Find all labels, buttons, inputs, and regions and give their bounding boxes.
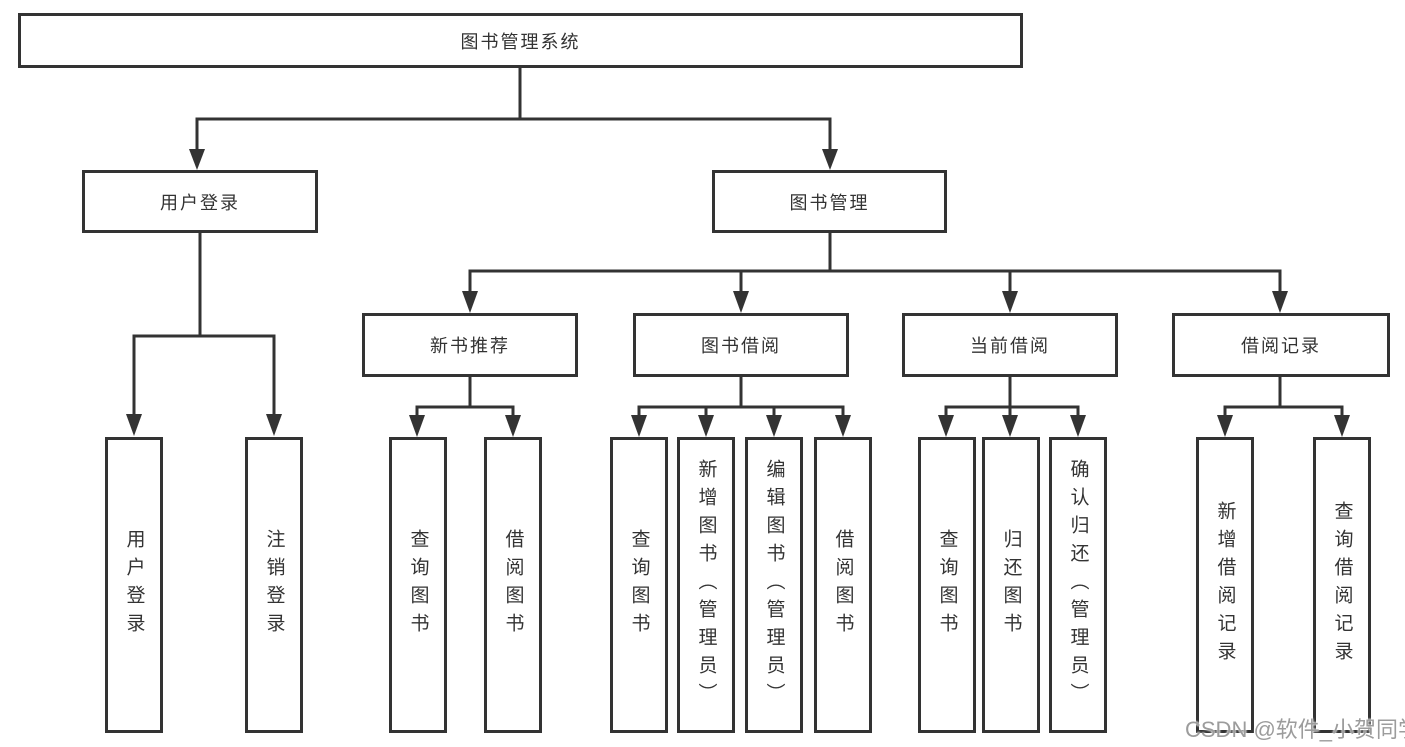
- connector-borrow-records-to-leaves: [1217, 377, 1350, 437]
- connector-current-borrow-to-leaves: [938, 377, 1086, 437]
- leaf-edit-book-admin: 编辑图书（管理员）: [745, 437, 803, 733]
- node-book-management: 图书管理: [712, 170, 947, 233]
- leaf-user-login: 用户登录: [105, 437, 163, 733]
- leaf-add-book-admin-label: 新增图书（管理员）: [695, 459, 717, 711]
- leaf-query-borrow-record: 查询借阅记录: [1313, 437, 1371, 733]
- leaf-confirm-return-admin-label: 确认归还（管理员）: [1067, 459, 1089, 711]
- leaf-borrow-books-recommend: 借阅图书: [484, 437, 542, 733]
- leaf-user-login-label: 用户登录: [123, 529, 145, 641]
- leaf-query-books-borrow: 查询图书: [610, 437, 668, 733]
- node-borrow-records: 借阅记录: [1172, 313, 1390, 377]
- leaf-add-book-admin: 新增图书（管理员）: [677, 437, 735, 733]
- leaf-query-books-borrow-label: 查询图书: [628, 529, 650, 641]
- connector-root-to-level2: [189, 68, 838, 170]
- leaf-add-borrow-record: 新增借阅记录: [1196, 437, 1254, 733]
- leaf-borrow-books-label: 借阅图书: [832, 529, 854, 641]
- connector-book-management-to-level3: [462, 233, 1288, 313]
- leaf-confirm-return-admin: 确认归还（管理员）: [1049, 437, 1107, 733]
- node-user-login: 用户登录: [82, 170, 318, 233]
- watermark: CSDN @软件_小贺同学: [1185, 717, 1405, 742]
- leaf-query-books-current: 查询图书: [918, 437, 976, 733]
- connector-new-book-recommend-to-leaves: [409, 377, 521, 437]
- node-new-book-recommend: 新书推荐: [362, 313, 578, 377]
- leaf-logout-label: 注销登录: [263, 529, 285, 641]
- node-book-borrow: 图书借阅: [633, 313, 849, 377]
- leaf-return-books-label: 归还图书: [1000, 529, 1022, 641]
- node-current-borrow: 当前借阅: [902, 313, 1118, 377]
- node-root: 图书管理系统: [18, 13, 1023, 68]
- leaf-query-books-current-label: 查询图书: [936, 529, 958, 641]
- leaf-edit-book-admin-label: 编辑图书（管理员）: [763, 459, 785, 711]
- leaf-borrow-books: 借阅图书: [814, 437, 872, 733]
- leaf-add-borrow-record-label: 新增借阅记录: [1214, 501, 1236, 669]
- leaf-borrow-books-recommend-label: 借阅图书: [502, 529, 524, 641]
- leaf-query-books-recommend-label: 查询图书: [407, 529, 429, 641]
- connector-user-login-to-leaves: [126, 233, 282, 436]
- leaf-logout: 注销登录: [245, 437, 303, 733]
- leaf-query-books-recommend: 查询图书: [389, 437, 447, 733]
- connector-book-borrow-to-leaves: [631, 377, 851, 437]
- leaf-query-borrow-record-label: 查询借阅记录: [1331, 501, 1353, 669]
- leaf-return-books: 归还图书: [982, 437, 1040, 733]
